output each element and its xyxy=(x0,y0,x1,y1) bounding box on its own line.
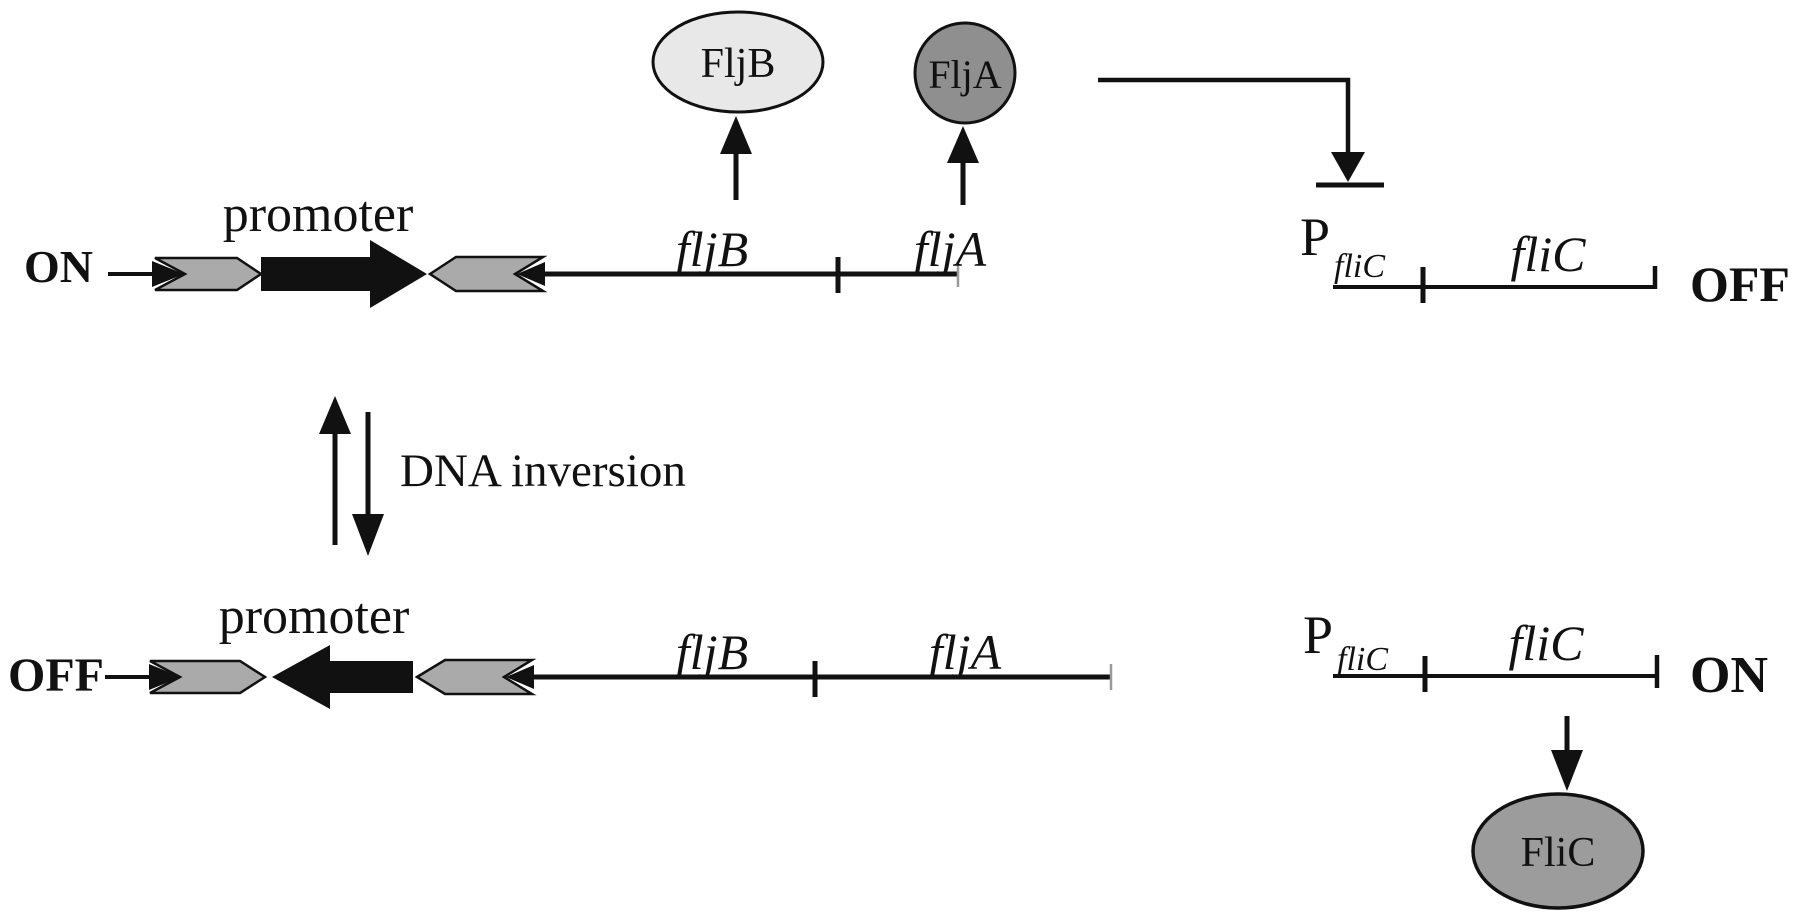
state-label-flic-top: OFF xyxy=(1690,256,1790,312)
dna-inversion: DNA inversion xyxy=(319,396,686,556)
recombination-site-left-bottom xyxy=(149,659,268,695)
recombination-site-right-bottom xyxy=(414,658,537,696)
gene-label-fljA-bottom: fljA xyxy=(929,624,1002,680)
dna-inversion-up-arrow xyxy=(319,396,351,545)
repression-arrowhead xyxy=(1331,152,1365,182)
expression-arrow-flic xyxy=(1551,716,1583,791)
pflic-symbol-bottom: P xyxy=(1303,605,1333,665)
protein-fljb-label: FljB xyxy=(701,41,776,87)
recombination-site-left-top xyxy=(154,256,264,292)
flic-locus-bottom: P fliC fliC ON FliC xyxy=(1303,605,1768,910)
gene-label-flic-top: fliC xyxy=(1510,226,1586,282)
promoter-arrow-bottom xyxy=(272,645,413,709)
expression-arrow-fljA xyxy=(947,126,979,205)
dna-inversion-down-arrow xyxy=(352,412,384,556)
protein-flic-ellipse xyxy=(1471,792,1645,910)
dna-entry-arrowhead-bottom xyxy=(149,664,181,690)
protein-fljb-ellipse xyxy=(651,10,825,114)
recombination-site-right-top xyxy=(427,255,548,293)
gene-label-fljA-top: fljA xyxy=(914,221,987,277)
flic-locus-top: P fliC fliC OFF xyxy=(1300,207,1790,312)
promoter-label-top: promoter xyxy=(223,186,414,243)
state-label-bottom-left: OFF xyxy=(8,649,104,702)
dna-entry-arrowhead-top xyxy=(152,261,184,287)
dna-inversion-label: DNA inversion xyxy=(400,445,686,497)
bottom-operon-row: OFF promoter fljB fljA xyxy=(8,588,1113,709)
gene-line-arrowhead-bottom xyxy=(506,665,534,689)
pflic-symbol-top: P xyxy=(1300,207,1330,267)
gene-line-arrowhead-top xyxy=(517,262,545,286)
pflic-subscript-top: fliC xyxy=(1334,248,1385,285)
pflic-subscript-bottom: fliC xyxy=(1337,641,1388,678)
state-label-top-left: ON xyxy=(24,241,93,292)
repression-connector xyxy=(1098,77,1384,188)
promoter-label-bottom: promoter xyxy=(219,588,410,645)
protein-flja-circle xyxy=(913,21,1017,125)
expression-arrow-fljB xyxy=(720,116,752,200)
protein-flja-label: FljA xyxy=(928,52,1001,97)
gene-label-fljB-bottom: fljB xyxy=(676,624,748,680)
promoter-arrow-top xyxy=(261,240,427,308)
state-label-flic-bottom: ON xyxy=(1690,647,1768,704)
protein-flic-label: FliC xyxy=(1521,830,1596,876)
top-operon-row: ON promoter fljB fljA F xyxy=(24,10,1384,308)
gene-label-fljB-top: fljB xyxy=(676,221,748,277)
gene-label-flic-bottom: fliC xyxy=(1508,615,1584,671)
